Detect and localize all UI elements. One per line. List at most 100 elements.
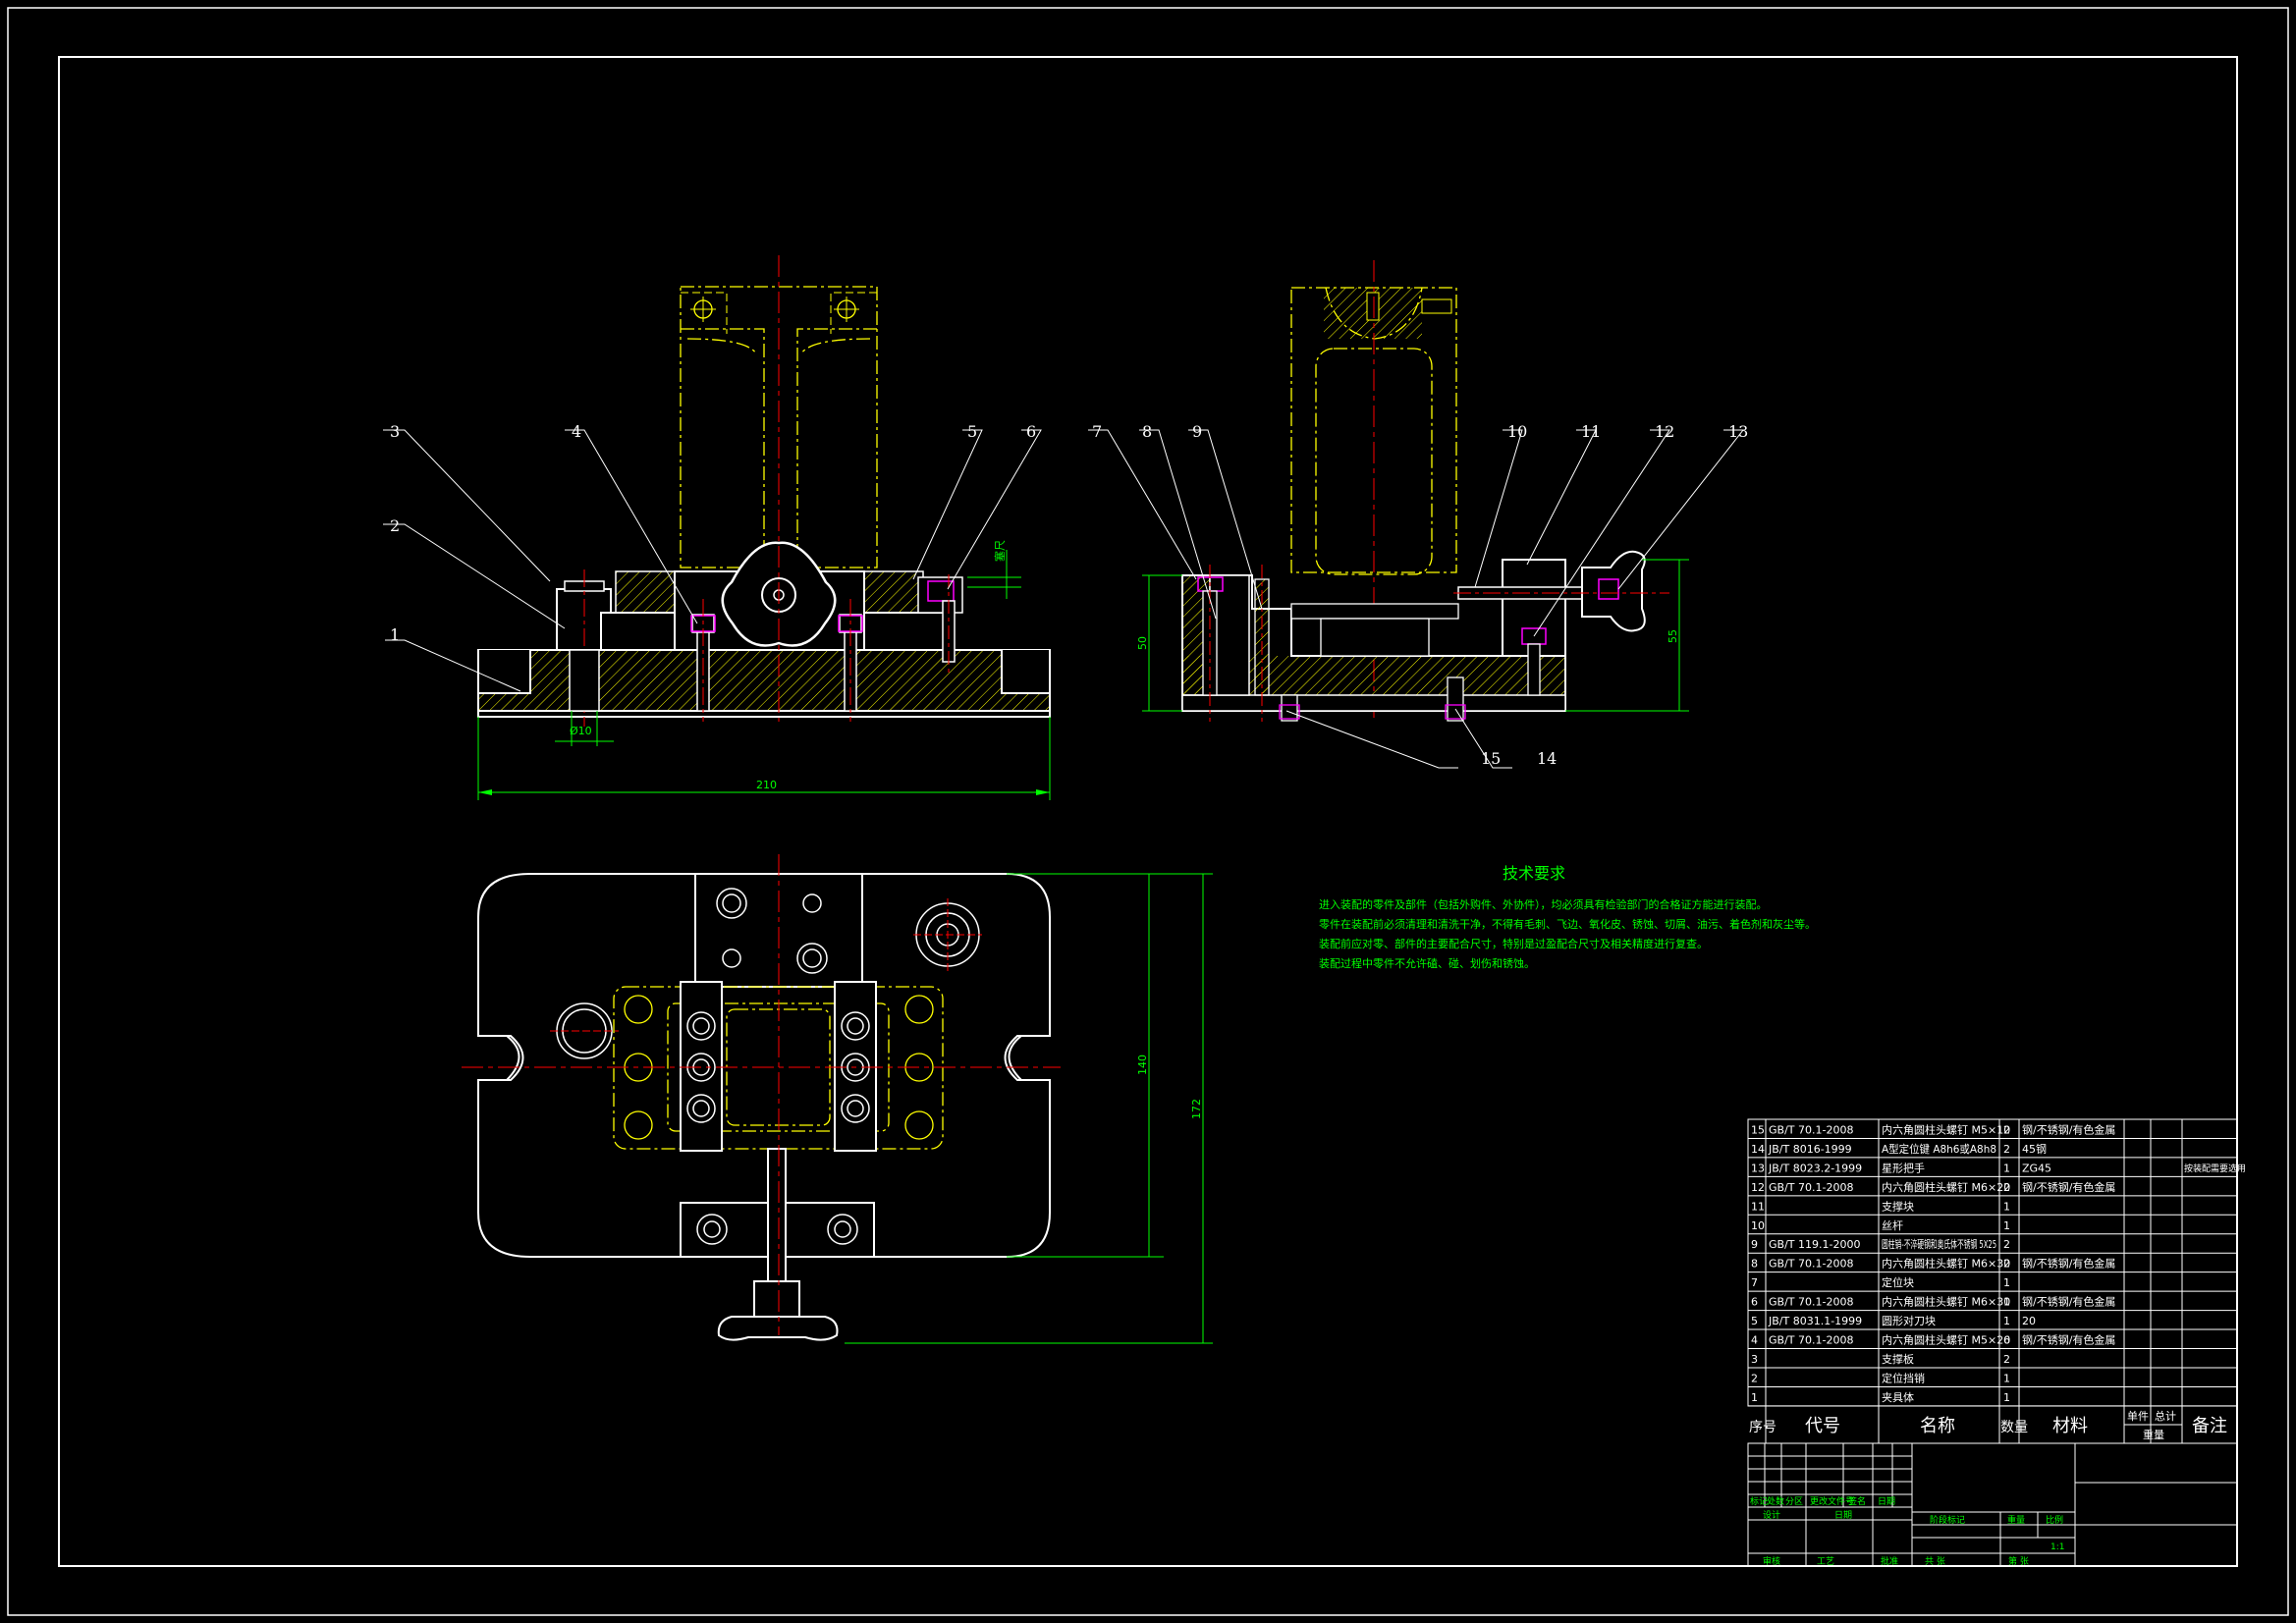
label-13: 13	[1728, 422, 1748, 441]
bom-cell-material: ZG45	[2022, 1162, 2051, 1174]
dim-front-height: 50	[1136, 636, 1149, 650]
bom-cell-qty: 1	[2003, 1315, 2010, 1327]
bom-cell-no: 14	[1751, 1143, 1765, 1156]
bom-cell-qty: 1	[2003, 1200, 2010, 1213]
label-9: 9	[1192, 422, 1202, 441]
tech-req-line-1: 进入装配的零件及部件（包括外购件、外协件），均必须具有检验部门的合格证方能进行装…	[1319, 897, 1768, 911]
bom-cell-no: 6	[1751, 1296, 1758, 1309]
tb-date: 日期	[1878, 1496, 1895, 1507]
tb-sign: 签名	[1848, 1495, 1866, 1507]
bom-cell-material: 45钢	[2022, 1143, 2047, 1156]
dim-plan-total: 172	[1190, 1099, 1203, 1119]
bom-cell-qty: 2	[2003, 1181, 2010, 1194]
bom-cell-code: GB/T 70.1-2008	[1769, 1296, 1853, 1309]
bom-cell-name: 定位块	[1882, 1275, 1914, 1289]
bom-remark-14: 按装配需要选用	[2184, 1163, 2246, 1174]
bom-cell-qty: 1	[2003, 1391, 2010, 1404]
bom-cell-name: 内六角圆柱头螺钉 M5×20	[1882, 1333, 2010, 1347]
tb-date2: 日期	[1834, 1510, 1852, 1521]
technical-requirements: 技术要求 进入装配的零件及部件（包括外购件、外协件），均必须具有检验部门的合格证…	[1319, 864, 1816, 970]
bom-cell-qty: 1	[2003, 1276, 2010, 1289]
bom-cell-code: GB/T 70.1-2008	[1769, 1181, 1853, 1194]
bom-cell-code: JB/T 8016-1999	[1768, 1143, 1852, 1156]
bom-cell-no: 15	[1751, 1123, 1765, 1136]
label-1: 1	[390, 625, 400, 644]
bom-header-no: 序号	[1749, 1420, 1777, 1435]
bom-cell-no: 8	[1751, 1258, 1758, 1271]
tb-change: 更改文件号	[1810, 1495, 1854, 1507]
bom-cell-material: 钢/不锈钢/有色金属	[2022, 1295, 2115, 1309]
tb-scale-value: 1:1	[2050, 1542, 2064, 1552]
label-14: 14	[1537, 749, 1557, 768]
label-7: 7	[1092, 422, 1102, 441]
bom-header-material: 材料	[2052, 1416, 2088, 1436]
tb-stage: 阶段标记	[1930, 1514, 1965, 1526]
tb-sheet: 第 张	[2008, 1555, 2029, 1567]
bom-cell-name: 星形把手	[1882, 1161, 1925, 1174]
tb-mark: 标记	[1750, 1495, 1768, 1507]
bom-cell-code: GB/T 70.1-2008	[1769, 1334, 1853, 1347]
bom-cell-no: 5	[1751, 1315, 1758, 1327]
tb-check: 审核	[1763, 1555, 1780, 1567]
bom-cell-material: 20	[2022, 1315, 2036, 1327]
bom-cell-name: A型定位键 A8h6或A8h8	[1882, 1142, 1996, 1156]
bom-header-unit: 单件	[2127, 1410, 2149, 1423]
bom-cell-name: 内六角圆柱头螺钉 M6×30	[1882, 1295, 2010, 1309]
tech-req-title: 技术要求	[1503, 864, 1565, 883]
bom-cell-no: 12	[1751, 1181, 1765, 1194]
bom-cell-qty: 1	[2003, 1296, 2010, 1309]
dim-bore: Ø10	[570, 725, 592, 737]
side-view: 50 55 7 8 9 10 11 12 13 14 15	[1088, 260, 1748, 769]
dim-side-height: 55	[1667, 629, 1679, 643]
bom-cell-name: 丝杆	[1882, 1218, 1903, 1232]
bom-cell-name: 定位挡销	[1882, 1371, 1925, 1384]
bom-header-weight: 重量	[2143, 1428, 2164, 1441]
label-6: 6	[1026, 422, 1036, 441]
bom-cell-material: 钢/不锈钢/有色金属	[2022, 1180, 2115, 1194]
bom-cell-name: 圆形对刀块	[1882, 1314, 1936, 1327]
label-15: 15	[1481, 749, 1501, 768]
tb-weight: 重量	[2007, 1514, 2025, 1526]
bom-cell-no: 10	[1751, 1219, 1765, 1232]
bom-cell-material: 钢/不锈钢/有色金属	[2022, 1257, 2115, 1271]
tb-count: 处数	[1767, 1495, 1784, 1507]
bom-cell-name: 圆柱销-不淬硬钢和奥氏体不锈钢 5X25	[1882, 1237, 1996, 1251]
feeler-label: 塞尺	[993, 540, 1007, 562]
bom-cell-qty: 2	[2003, 1258, 2010, 1271]
dim-plan-depth: 140	[1136, 1055, 1149, 1075]
tb-sheets: 共 张	[1925, 1556, 1945, 1567]
bom-cell-no: 7	[1751, 1276, 1758, 1289]
label-4: 4	[572, 422, 581, 441]
bom-cell-qty: 1	[2003, 1372, 2010, 1384]
bom-cell-qty: 2	[2003, 1123, 2010, 1136]
bom-cell-no: 9	[1751, 1238, 1758, 1251]
bom-cell-no: 2	[1751, 1372, 1758, 1384]
tb-approve: 批准	[1881, 1555, 1898, 1567]
bom-cell-name: 夹具体	[1882, 1390, 1914, 1404]
bom-header-name: 名称	[1920, 1416, 1955, 1436]
bom-cell-material: 钢/不锈钢/有色金属	[2022, 1122, 2115, 1136]
bom-cell-qty: 2	[2003, 1143, 2010, 1156]
label-12: 12	[1655, 422, 1674, 441]
bom-cell-name: 支撑块	[1882, 1199, 1914, 1213]
bom-cell-code: GB/T 70.1-2008	[1769, 1258, 1853, 1271]
tech-req-line-3: 装配前应对零、部件的主要配合尺寸，特别是过盈配合尺寸及相关精度进行复查。	[1319, 937, 1708, 950]
bom-cell-qty: 1	[2003, 1219, 2010, 1232]
label-2: 2	[390, 516, 400, 535]
label-3: 3	[390, 422, 400, 441]
bom-cell-name: 内六角圆柱头螺钉 M6×20	[1882, 1180, 2010, 1194]
bom-cell-qty: 6	[2003, 1334, 2010, 1347]
bom-cell-name: 内六角圆柱头螺钉 M5×10	[1882, 1122, 2010, 1136]
bom-header-remark: 备注	[2192, 1416, 2227, 1436]
inner-border	[58, 56, 2238, 1567]
bom-cell-no: 13	[1751, 1162, 1765, 1174]
bom-cell-no: 1	[1751, 1391, 1758, 1404]
bom-cell-material: 钢/不锈钢/有色金属	[2022, 1333, 2115, 1347]
tech-req-line-4: 装配过程中零件不允许磕、碰、划伤和锈蚀。	[1319, 956, 1535, 970]
bom-cell-code: JB/T 8031.1-1999	[1768, 1315, 1862, 1327]
tb-design: 设计	[1763, 1509, 1780, 1521]
bom-cell-code: GB/T 70.1-2008	[1769, 1123, 1853, 1136]
bom-cell-qty: 1	[2003, 1162, 2010, 1174]
bom-header-qty: 数量	[2000, 1420, 2028, 1435]
